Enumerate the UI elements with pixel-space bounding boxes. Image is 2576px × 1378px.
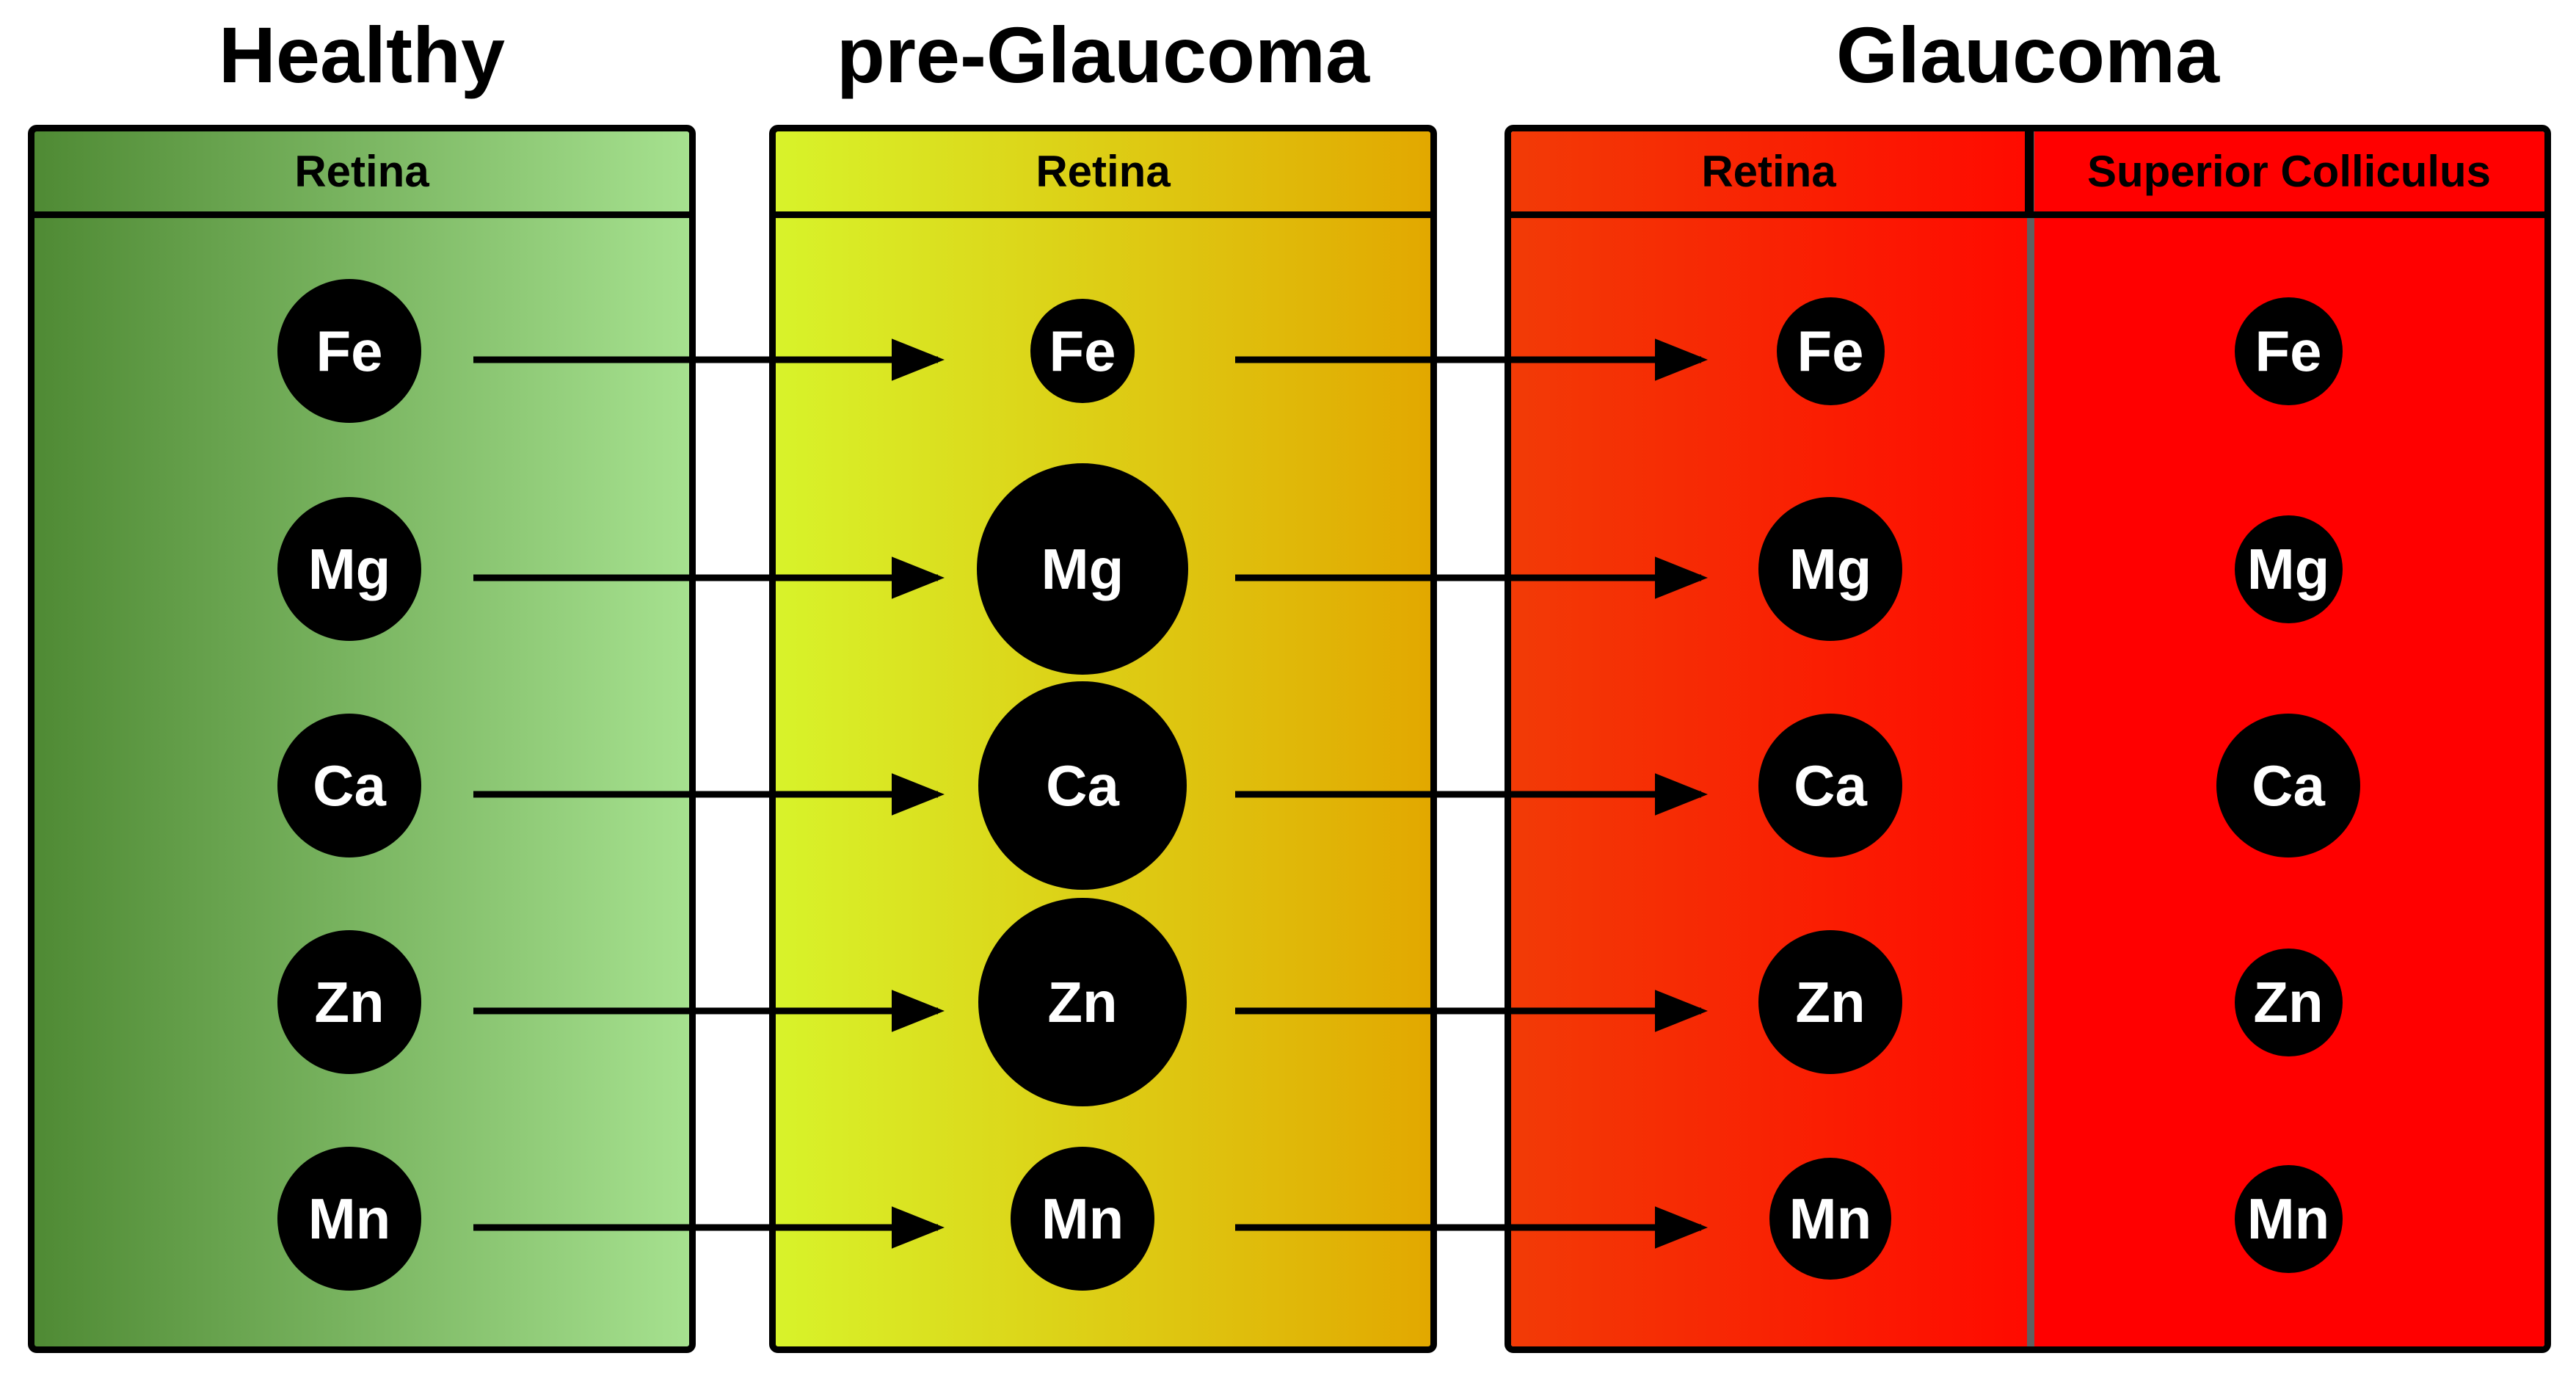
- element-circle-mn: Mn: [1769, 1157, 1892, 1280]
- element-circle-fe: Fe: [2234, 297, 2343, 405]
- element-circle-zn: Zn: [277, 930, 421, 1074]
- element-symbol: Mg: [2246, 537, 2330, 601]
- superior-colliculus-label: Superior Colliculus: [2086, 147, 2492, 196]
- element-circle-ca: Ca: [1758, 714, 1902, 857]
- pre-glaucoma-panel-header: [776, 131, 1430, 218]
- element-symbol: Ca: [2252, 753, 2325, 818]
- element-circle-fe: Fe: [277, 279, 421, 423]
- header-divider: [2025, 131, 2034, 211]
- glaucoma-retina-label: Retina: [1701, 147, 1836, 196]
- element-circle-zn: Zn: [1758, 930, 1902, 1074]
- healthy-retina-label: Retina: [294, 147, 429, 196]
- element-symbol: Fe: [316, 319, 383, 383]
- element-symbol: Mg: [1789, 537, 1872, 601]
- element-circle-mg: Mg: [277, 497, 421, 641]
- glaucoma-retina-region: [1511, 131, 2031, 1346]
- stage-title-pre-glaucoma: pre-Glaucoma: [836, 10, 1370, 99]
- element-circle-fe: Fe: [1030, 299, 1135, 403]
- element-symbol: Fe: [1797, 319, 1864, 383]
- glaucoma-panel-header: [1511, 131, 2544, 218]
- element-circle-mg: Mg: [2234, 515, 2343, 623]
- element-symbol: Zn: [314, 970, 385, 1034]
- element-symbol: Zn: [2253, 970, 2324, 1034]
- element-circle-fe: Fe: [1776, 297, 1885, 405]
- element-circle-ca: Ca: [277, 714, 421, 857]
- stage-title-glaucoma: Glaucoma: [1835, 10, 2220, 99]
- element-symbol: Ca: [1046, 753, 1119, 818]
- element-symbol: Mn: [1041, 1186, 1124, 1251]
- healthy-panel-header: [34, 131, 689, 218]
- element-symbol: Fe: [1049, 318, 1116, 383]
- element-symbol: Mg: [1041, 536, 1124, 601]
- region-divider: [2027, 131, 2034, 1346]
- pre-glaucoma-retina-label: Retina: [1036, 147, 1171, 196]
- element-circle-ca: Ca: [2216, 714, 2360, 857]
- stage-title-healthy: Healthy: [218, 10, 506, 99]
- element-circle-mn: Mn: [277, 1147, 421, 1291]
- element-circle-mg: Mg: [976, 463, 1189, 675]
- element-circle-zn: Zn: [978, 897, 1187, 1107]
- element-circle-ca: Ca: [978, 681, 1187, 891]
- element-symbol: Ca: [313, 753, 386, 818]
- element-circle-zn: Zn: [2234, 948, 2343, 1056]
- element-symbol: Zn: [1047, 969, 1118, 1034]
- element-symbol: Zn: [1795, 970, 1866, 1034]
- element-symbol: Mn: [1789, 1186, 1872, 1251]
- element-circle-mg: Mg: [1758, 497, 1902, 641]
- element-circle-mn: Mn: [2234, 1164, 2343, 1273]
- element-symbol: Mn: [308, 1186, 391, 1251]
- element-circle-mn: Mn: [1011, 1147, 1154, 1291]
- element-symbol: Mg: [308, 537, 391, 601]
- element-symbol: Fe: [2255, 319, 2322, 383]
- element-symbol: Mn: [2246, 1186, 2330, 1251]
- element-symbol: Ca: [1794, 753, 1867, 818]
